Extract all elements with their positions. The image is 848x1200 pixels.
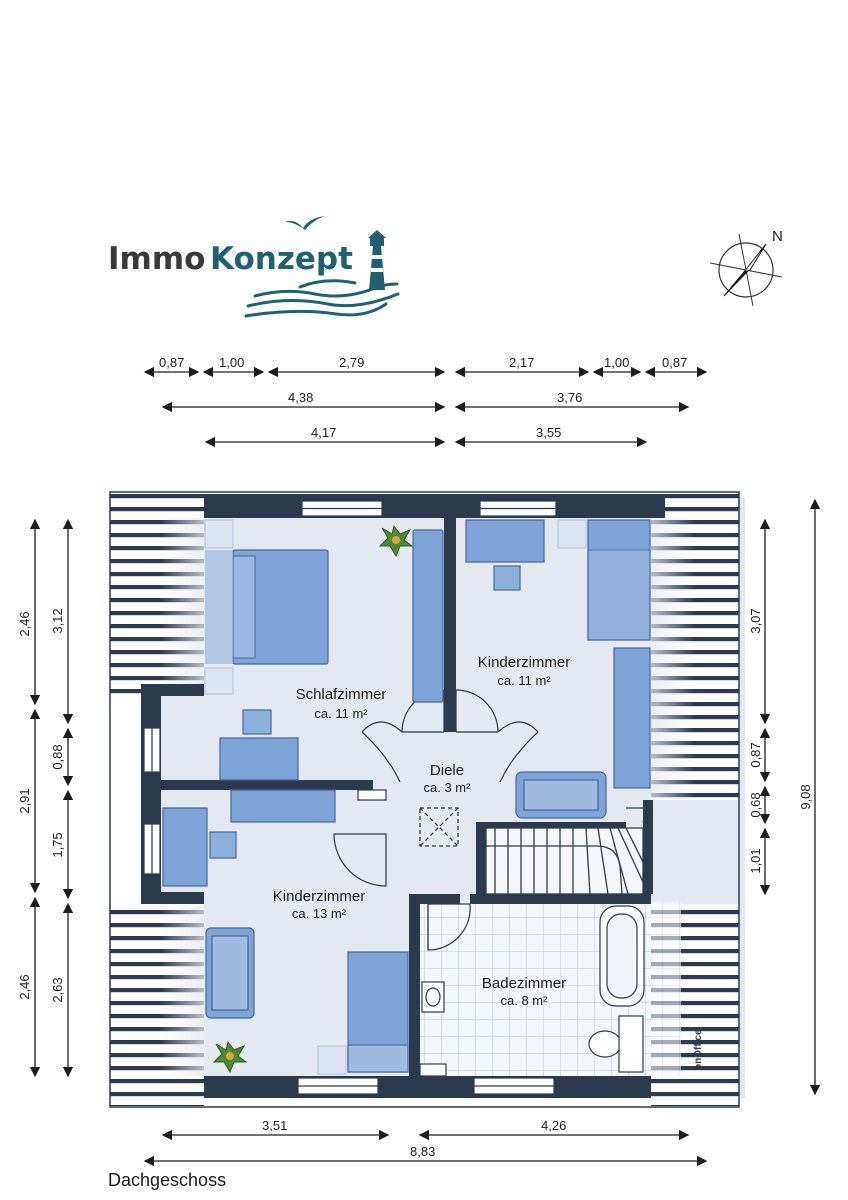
room-name-badezimmer: Badezimmer [482,975,566,992]
dim-left-2-63: 2,63 [50,977,65,1002]
dim-bottom-8-83: 8,83 [410,1144,435,1159]
dimension-lines-right [759,498,821,1096]
staircase [485,807,653,895]
door-swings [333,689,539,951]
dimension-lines-bottom [143,1129,708,1167]
compass-icon: N [709,228,783,307]
seagull-icon [285,216,325,230]
desk-kinderzimmer-sw [162,807,208,887]
room-area-kinderzimmer-ne: ca. 11 m² [497,673,551,688]
desk-kinderzimmer-ne [465,519,545,563]
dim-right-1-01: 1,01 [748,848,763,873]
dimension-labels-left: 2,46 2,91 2,46 3,12 0,88 1,75 2,63 [17,608,65,1002]
wardrobe-schlafzimmer [412,529,444,703]
room-area-kinderzimmer-sw: ca. 13 m² [292,906,347,921]
company-logo: Immo Konzept [108,216,400,318]
room-area-diele: ca. 3 m² [424,780,472,795]
interior-walls [161,518,653,1076]
dim-right-9-08: 9,08 [798,784,813,809]
dimension-lines-left [29,518,74,1078]
desk-schlafzimmer [219,737,299,781]
plant-icon-kinderzimmer-sw [212,1040,248,1074]
chair-kinderzimmer-ne [493,565,521,591]
dim-right-0-68: 0,68 [748,792,763,817]
floor-plan: onOffice Schlafzimmer ca. 11 m² Kinderzi… [109,491,745,1108]
watermark-onoffice: onOffice [693,1029,704,1070]
dim-top-2-17: 2,17 [509,355,534,370]
dim-left-3-12: 3,12 [50,608,65,633]
chair-schlafzimmer [242,709,272,735]
room-area-badezimmer: ca. 8 m² [501,993,549,1008]
room-area-schlafzimmer: ca. 11 m² [314,706,368,721]
room-labels: Schlafzimmer ca. 11 m² Kinderzimmer ca. … [273,654,571,1008]
logo-text-konzept: Konzept [210,241,353,277]
attic-hatch [419,807,459,847]
room-name-kinderzimmer-ne: Kinderzimmer [478,654,571,671]
compass-north-label: N [772,228,783,245]
dim-bottom-3-51: 3,51 [262,1118,287,1133]
outer-frame [109,491,740,1108]
dim-right-3-07: 3,07 [748,608,763,633]
room-name-diele: Diele [430,762,464,779]
chair-kinderzimmer-sw [209,831,237,859]
dim-top-1-00-left: 1,00 [219,355,244,370]
dim-top-4-17: 4,17 [311,425,336,440]
toilet [588,1030,622,1058]
furniture [162,519,651,1077]
dim-top-1-00-right: 1,00 [604,355,629,370]
windows [143,500,557,1095]
dim-left-2-46-bottom: 2,46 [17,974,32,999]
dim-left-2-46-top: 2,46 [17,611,32,636]
waves-icon [244,279,400,318]
dimension-labels-bottom: 3,51 4,26 8,83 [262,1118,566,1159]
dim-top-2-79: 2,79 [339,355,364,370]
dim-left-0-88: 0,88 [50,744,65,769]
dimension-labels-right: 3,07 0,87 0,68 1,01 9,08 [748,608,813,873]
floor-label: Dachgeschoss [108,1170,227,1190]
dim-top-4-38: 4,38 [288,390,313,405]
dim-top-0-87-right: 0,87 [662,355,687,370]
logo-text-immo: Immo [108,241,205,277]
dim-bottom-4-26: 4,26 [541,1118,566,1133]
dim-right-0-87: 0,87 [748,742,763,767]
dimension-labels-top: 0,87 1,00 2,79 2,17 1,00 0,87 4,38 3,76 … [159,355,687,440]
plant-icon-schlafzimmer [378,524,414,558]
lighthouse-icon [368,230,386,290]
wardrobe-kinderzimmer-ne [613,647,651,789]
dim-left-2-91: 2,91 [17,788,32,813]
room-name-schlafzimmer: Schlafzimmer [296,686,387,703]
dim-top-3-55: 3,55 [536,425,561,440]
dimension-lines-top [143,366,708,448]
shelf-kinderzimmer-sw [230,789,336,823]
dim-left-1-75: 1,75 [50,832,65,857]
room-name-kinderzimmer-sw: Kinderzimmer [273,888,366,905]
dim-top-3-76: 3,76 [557,390,582,405]
dim-top-0-87-left: 0,87 [159,355,184,370]
